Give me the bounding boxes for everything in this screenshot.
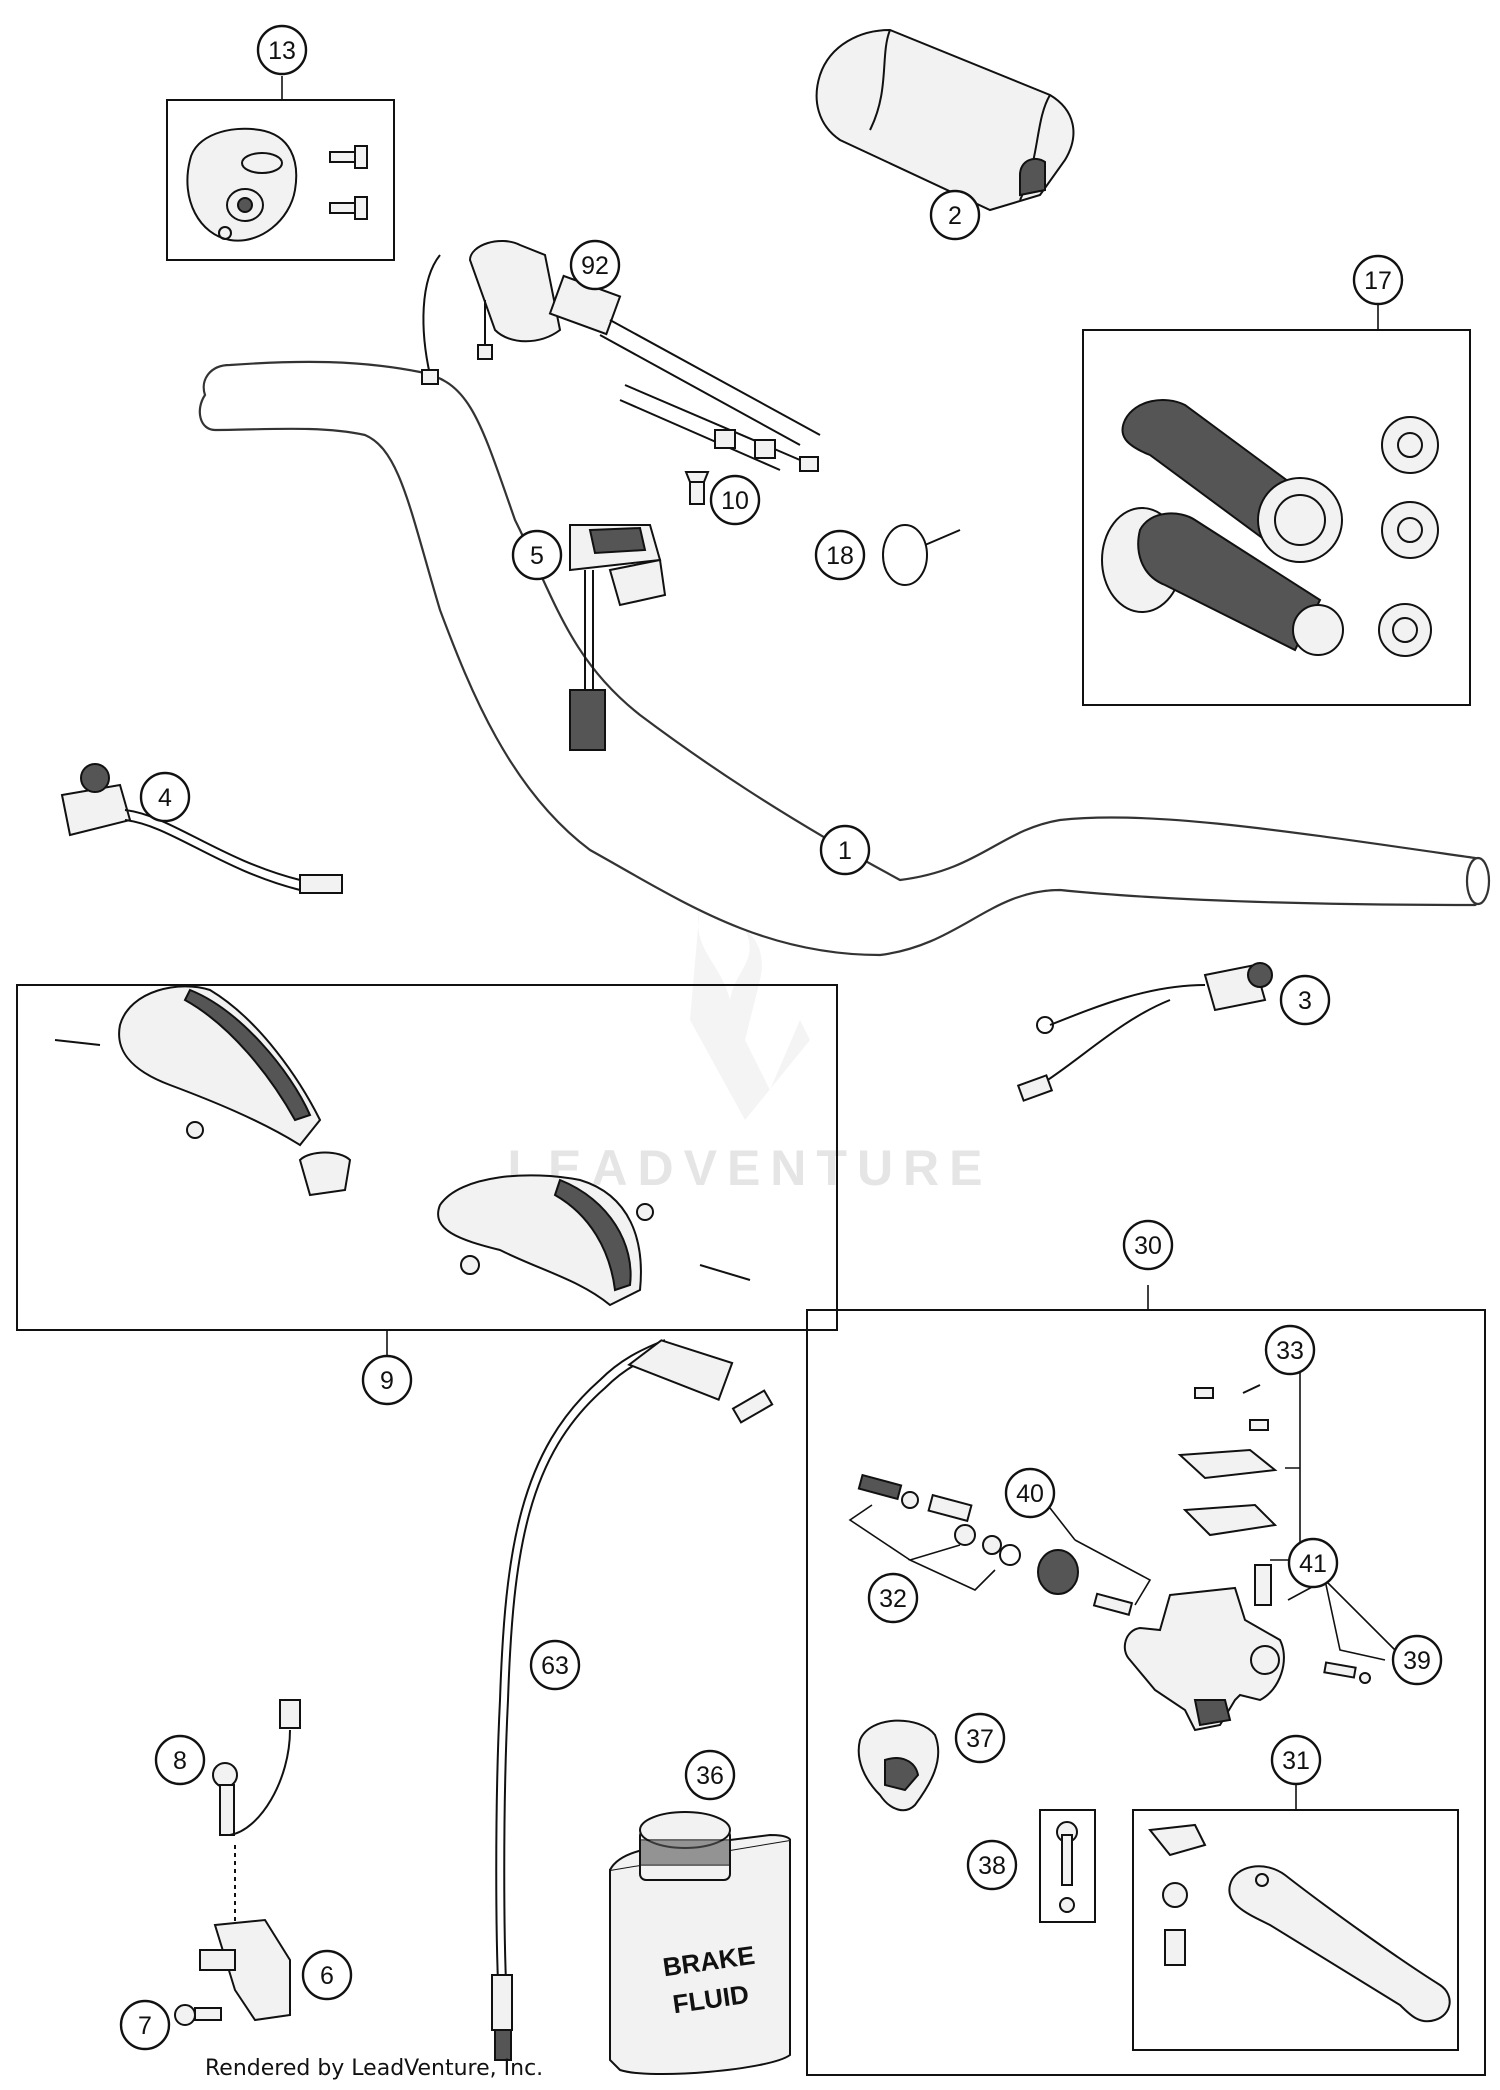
svg-text:1: 1 — [838, 837, 852, 865]
callout-33: 33 — [1264, 1324, 1316, 1376]
svg-text:30: 30 — [1134, 1232, 1162, 1260]
svg-text:13: 13 — [268, 37, 296, 65]
handlebar — [198, 360, 1491, 957]
lever-cover — [857, 1719, 940, 1812]
callout-2: 2 — [929, 189, 981, 241]
callout-39: 39 — [1391, 1634, 1443, 1686]
switch-housing — [186, 127, 298, 242]
right-switch — [1016, 962, 1273, 1102]
bar-pad — [815, 28, 1075, 212]
throttle-assembly — [421, 240, 821, 472]
left-switch — [60, 763, 343, 894]
housing-screws — [329, 145, 368, 220]
frame-30 — [806, 1309, 1486, 2076]
svg-text:92: 92 — [581, 252, 609, 280]
svg-text:32: 32 — [879, 1585, 907, 1613]
kill-switch — [569, 524, 667, 751]
svg-text:10: 10 — [721, 487, 749, 515]
svg-text:17: 17 — [1364, 267, 1392, 295]
callout-17: 17 — [1352, 254, 1404, 306]
svg-text:37: 37 — [966, 1725, 994, 1753]
callout-7: 7 — [119, 1999, 171, 2051]
svg-text:2: 2 — [948, 202, 962, 230]
callout-37: 37 — [954, 1712, 1006, 1764]
master-cylinder-body — [1123, 1564, 1396, 1732]
svg-text:38: 38 — [978, 1852, 1006, 1880]
callout-1: 1 — [819, 824, 871, 876]
svg-text:36: 36 — [696, 1762, 724, 1790]
svg-text:9: 9 — [380, 1367, 394, 1395]
svg-text:31: 31 — [1282, 1747, 1310, 1775]
piston-kit — [848, 1473, 1021, 1591]
callout-8: 8 — [154, 1734, 206, 1786]
svg-text:5: 5 — [530, 542, 544, 570]
reservoir-cover — [1177, 1365, 1301, 1561]
callout-4: 4 — [139, 771, 191, 823]
frame-17 — [1082, 329, 1471, 706]
svg-text:63: 63 — [541, 1652, 569, 1680]
handguard-left — [54, 985, 352, 1197]
svg-text:41: 41 — [1299, 1550, 1327, 1578]
brake-light-switch — [174, 1699, 301, 2026]
callout-36: 36 — [684, 1749, 736, 1801]
frame-38 — [1039, 1809, 1096, 1923]
svg-text:39: 39 — [1403, 1647, 1431, 1675]
callout-5: 5 — [511, 529, 563, 581]
svg-text:40: 40 — [1016, 1480, 1044, 1508]
callout-38: 38 — [966, 1839, 1018, 1891]
brake-hose — [491, 1339, 774, 2061]
svg-text:33: 33 — [1276, 1337, 1304, 1365]
svg-text:7: 7 — [138, 2012, 152, 2040]
frame-13 — [166, 99, 395, 261]
brake-fluid-bottle — [609, 1811, 791, 2076]
footer-credit: Rendered by LeadVenture, Inc. — [205, 2056, 543, 2081]
callout-40: 40 — [1004, 1467, 1056, 1519]
callout-31: 31 — [1270, 1734, 1322, 1786]
callout-3: 3 — [1279, 974, 1331, 1026]
callout-9: 9 — [361, 1354, 413, 1406]
svg-text:6: 6 — [320, 1962, 334, 1990]
callout-41: 41 — [1287, 1537, 1339, 1589]
cable-tie — [882, 524, 961, 586]
callout-13: 13 — [256, 24, 308, 76]
callout-92: 92 — [569, 239, 621, 291]
callout-63: 63 — [529, 1639, 581, 1691]
frame-9 — [16, 984, 838, 1331]
svg-text:18: 18 — [826, 542, 854, 570]
dust-boot — [1037, 1507, 1152, 1616]
callout-18: 18 — [814, 529, 866, 581]
svg-text:3: 3 — [1298, 987, 1312, 1015]
callout-10: 10 — [709, 474, 761, 526]
svg-text:8: 8 — [173, 1747, 187, 1775]
callout-6: 6 — [301, 1949, 353, 2001]
pivot-pin — [1056, 1821, 1078, 1913]
watermark-logo — [690, 905, 810, 1120]
screw-10 — [684, 471, 710, 505]
grips — [1101, 399, 1439, 657]
handguard-right — [437, 1174, 751, 1307]
callout-30: 30 — [1122, 1219, 1174, 1271]
callout-32: 32 — [867, 1572, 919, 1624]
svg-text:4: 4 — [158, 784, 172, 812]
brake-lever — [1148, 1823, 1451, 2023]
